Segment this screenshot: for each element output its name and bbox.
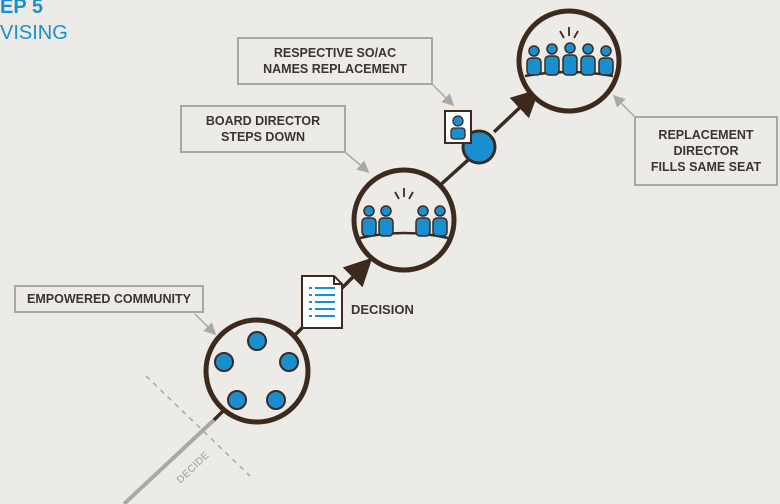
phase-title: VISING: [0, 22, 68, 44]
pointer-replacement: [612, 94, 637, 119]
path-segment-4: [492, 88, 540, 134]
full-board-circle-icon: [516, 8, 622, 114]
callout-so-ac-names-replacement: RESPECTIVE SO/AC NAMES REPLACEMENT: [237, 37, 433, 85]
callout-replacement-fills-seat: REPLACEMENT DIRECTOR FILLS SAME SEAT: [634, 116, 778, 186]
board-circle-icon: [351, 167, 457, 273]
callout-empowered-community: EMPOWERED COMMUNITY: [14, 285, 204, 313]
callout-board-director-steps-down: BOARD DIRECTOR STEPS DOWN: [180, 105, 346, 153]
decide-divider-line: [145, 375, 251, 477]
callout-empowered-community-text: EMPOWERED COMMUNITY: [27, 292, 191, 306]
step-title: EP 5: [0, 0, 43, 18]
pointer-so-ac: [431, 83, 455, 107]
callout-replacement-text: REPLACEMENT DIRECTOR FILLS SAME SEAT: [650, 128, 762, 174]
document-icon: [301, 275, 343, 329]
callout-so-ac-text: RESPECTIVE SO/AC NAMES REPLACEMENT: [263, 46, 407, 76]
path-segment-3: [435, 158, 470, 190]
past-path-line: [122, 418, 216, 504]
decision-label: DECISION: [351, 302, 414, 317]
pointer-empowered-community: [194, 313, 217, 336]
callout-board-director-text: BOARD DIRECTOR STEPS DOWN: [205, 114, 321, 144]
person-portrait-icon: [444, 110, 497, 165]
pointer-board-director: [344, 151, 370, 173]
community-circle-icon: [203, 317, 311, 425]
